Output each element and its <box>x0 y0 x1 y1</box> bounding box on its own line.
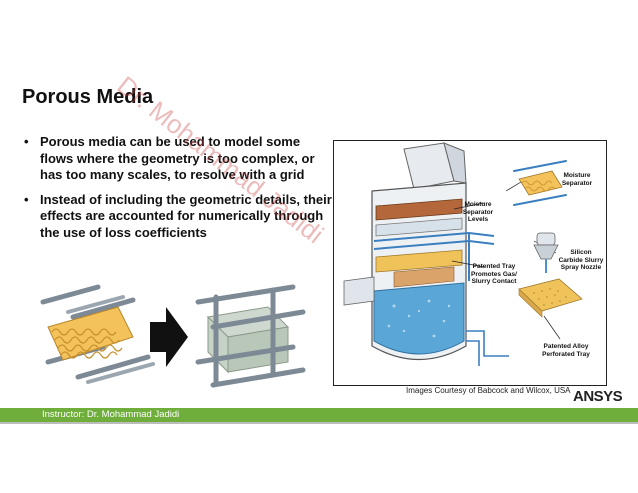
bullet-item: Instead of including the geometric detai… <box>22 192 332 242</box>
bullet-item: Porous media can be used to model some f… <box>22 134 332 184</box>
label-silicon-carbide: Silicon Carbide Slurry Spray Nozzle <box>558 249 604 271</box>
footer-divider <box>0 422 638 424</box>
scrubber-tower-drawing <box>343 142 583 366</box>
label-patented-alloy: Patented Alloy Perforated Tray <box>542 343 590 358</box>
label-moisture-separator-levels: Moisture Separator Levels <box>462 201 494 223</box>
porous-media-illustration <box>40 284 306 388</box>
label-patented-tray: Patented Tray Promotes Gas/ Slurry Conta… <box>471 263 517 285</box>
footer-instructor: Instructor: Dr. Mohammad Jadidi <box>42 409 180 420</box>
footer-bar <box>0 408 638 422</box>
scrubber-figure: Moisture Separator Levels Patented Tray … <box>333 140 607 386</box>
slide-title: Porous Media <box>22 86 154 108</box>
image-credit-caption: Images Courtesy of Babcock and Wilcox, U… <box>406 386 571 395</box>
arrow-right-icon <box>150 307 188 367</box>
ansys-logo: ANSYS <box>573 388 623 405</box>
bullet-list: Porous media can be used to model some f… <box>22 134 332 249</box>
logo-text: ANSYS <box>573 388 623 405</box>
label-moisture-separator: Moisture Separator <box>561 172 593 187</box>
